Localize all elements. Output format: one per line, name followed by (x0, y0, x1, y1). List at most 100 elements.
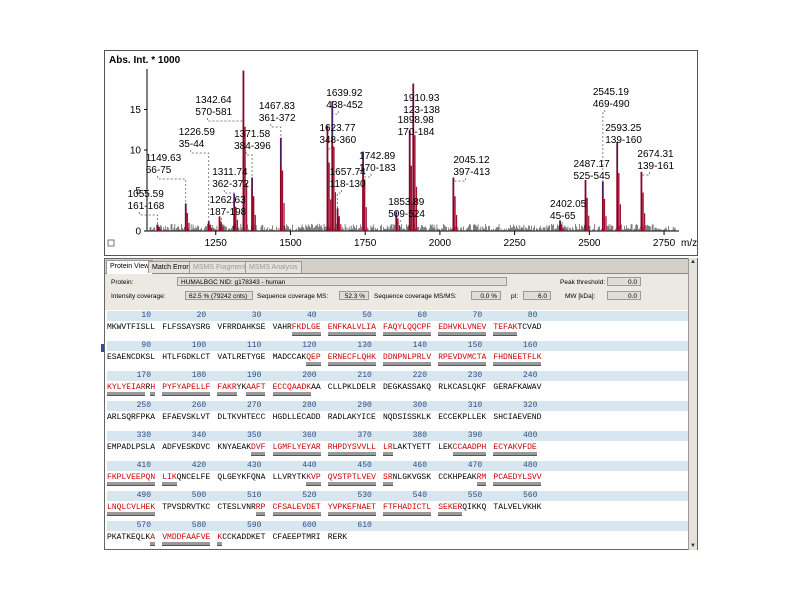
residue-position-number: 90 (141, 341, 151, 350)
peak-connector (412, 83, 416, 120)
residue-position-number: 330 (136, 431, 151, 440)
residue-position-number: 340 (191, 431, 207, 440)
sequence-row: ESAENCDKSL HTLFGDKLCT VATLRETYGE MADCCAKQEP… (107, 352, 689, 366)
peak-connector (331, 101, 339, 115)
coverage-bar-outline (383, 455, 393, 456)
sequence-block: RADLAKYICE (327, 413, 376, 422)
residue-position-number: 390 (467, 431, 483, 440)
sequence-block: FAKRYKAAFT (217, 383, 266, 392)
peak-label-range: 384-396 (234, 141, 271, 152)
sequence-block: TEFAKTCVAD (493, 323, 542, 332)
splitter-handle[interactable] (101, 344, 104, 352)
sequence-block: YVPKEFNAET (327, 503, 376, 512)
sequence-block: ECCQAADKAA (272, 383, 321, 392)
coverage-bar (438, 332, 487, 335)
peak-connector (337, 190, 342, 209)
y-tick-label: 15 (130, 105, 142, 116)
sequence-block: PKATKEQLKA (107, 533, 156, 542)
residue-position-number: 100 (191, 341, 207, 350)
residue-position-number: 230 (467, 371, 483, 380)
residue-position-number: 510 (247, 491, 262, 500)
peak-label-mz: 2487.17 (574, 159, 611, 170)
sequence-block: RERK (327, 533, 347, 542)
coverage-bar (493, 362, 542, 365)
sequence-block: CLLPKLDELR (327, 383, 376, 392)
residue-position-number: 580 (191, 521, 207, 530)
plot-options-icon (107, 239, 115, 247)
residue-position-number: 310 (467, 401, 483, 410)
peak-label-mz: 2402.05 (550, 199, 587, 210)
sequence-block: HTLFGDKLCT (162, 353, 211, 362)
protein-view-panel: Protein View Match Errors MSMS Fragments… (104, 258, 698, 550)
coverage-bar (327, 332, 376, 335)
sequence-block: KCCKADDKET (217, 533, 266, 542)
sequence-block: LGMFLYEYAR (272, 443, 321, 452)
residue-position-number: 610 (357, 521, 372, 530)
sequence-block: ESAENCDKSL (107, 353, 156, 362)
peak-label-range: 139-160 (605, 135, 642, 146)
protein-label: Protein: (111, 279, 134, 286)
residue-position-number: 440 (302, 461, 317, 470)
sequence-block: SEKERQIKKQ (438, 503, 487, 512)
residue-position-number: 30 (251, 311, 262, 320)
coverage-bar (107, 392, 146, 395)
seq-cov-msms-field: 0.0 % (471, 291, 501, 300)
residue-position-number: 250 (136, 401, 151, 410)
peak-label-range: 170-183 (359, 163, 396, 174)
tab-protein-view[interactable]: Protein View (106, 260, 154, 274)
coverage-bar-outline (383, 335, 431, 336)
residue-position-number: 170 (136, 371, 151, 380)
protein-field[interactable]: HUMALBGC NID: g178343 - human (177, 277, 507, 286)
scroll-up-icon[interactable]: ▲ (690, 259, 696, 265)
coverage-bar-outline (476, 485, 487, 486)
sequence-block: TALVELVKHK (493, 503, 542, 512)
peak-label-range: 45-65 (550, 211, 576, 222)
peak-label-mz: 1898.98 (398, 115, 435, 126)
peak-label-mz: 2045.12 (453, 155, 490, 166)
coverage-bar-outline (438, 365, 487, 366)
peak-label-mz: 1342.64 (195, 95, 232, 106)
peak-label-mz: 1467.83 (259, 101, 296, 112)
vertical-scrollbar[interactable]: ▲ ▼ (688, 258, 697, 550)
sequence-block: EFAEVSKLVT (162, 413, 211, 422)
protein-info: Protein: HUMALBGC NID: g178343 - human P… (105, 274, 697, 310)
x-tick-label: 2000 (429, 238, 452, 249)
sequence-block: MADCCAKQEP (272, 353, 321, 362)
peak-label-range: 469-490 (593, 99, 630, 110)
peak-connector (270, 124, 282, 138)
coverage-bar-outline (217, 395, 237, 396)
peak-label-range: 570-581 (195, 107, 232, 118)
sequence-block: VATLRETYGE (217, 353, 266, 362)
peak-label-mz: 1639.92 (326, 88, 363, 99)
intensity-coverage-field: 62.5 % (79242 cnts) (185, 291, 253, 300)
sequence-block: RHPDYSVVLL (327, 443, 376, 452)
residue-position-number: 500 (191, 491, 207, 500)
residue-position-number: 350 (247, 431, 262, 440)
coverage-bar-outline (255, 515, 266, 516)
sequence-block: CFSALEVDET (272, 503, 321, 512)
coverage-bar (452, 452, 487, 455)
sequence-block: DLTKVHTECC (217, 413, 266, 422)
peak-threshold-field[interactable]: 0.0 (607, 277, 641, 286)
residue-position-number: 190 (247, 371, 262, 380)
sequence-block: ENFKALVLIA (327, 323, 376, 332)
coverage-bar-outline (493, 335, 518, 336)
sequence-block: RLKCASLQKF (438, 383, 487, 392)
residue-position-number: 240 (523, 371, 538, 380)
scroll-down-icon[interactable]: ▼ (690, 543, 696, 549)
coverage-bar (493, 482, 542, 485)
sequence-block: KNYAEAKDVF (217, 443, 266, 452)
sequence-block: LEKCCAADPH (438, 443, 487, 452)
peak-label-mz: 1657.74 (330, 167, 367, 178)
residue-position-number: 380 (412, 431, 427, 440)
